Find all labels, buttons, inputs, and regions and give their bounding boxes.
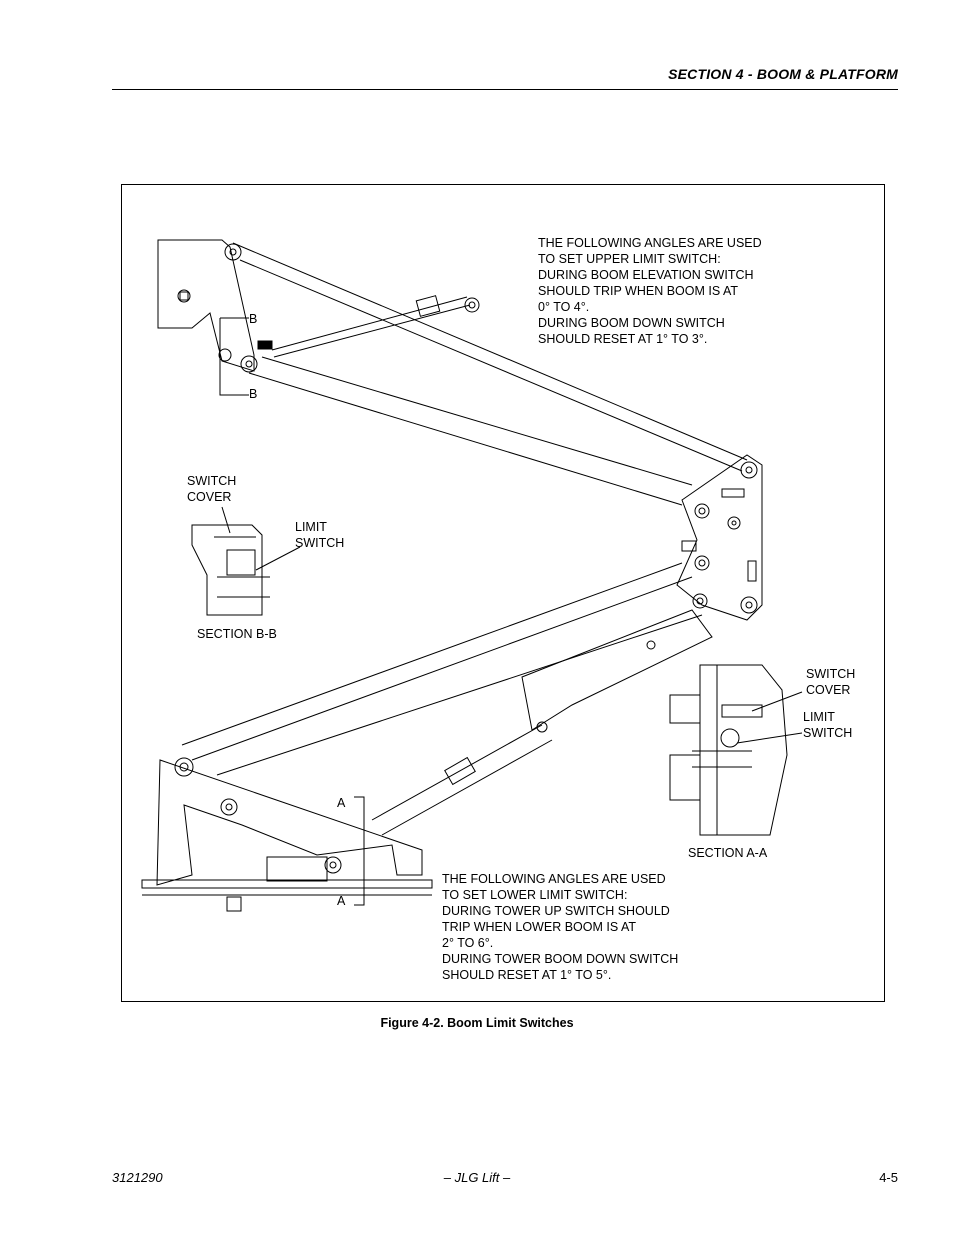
bb-switch-cover-label: SWITCH COVER <box>187 474 237 504</box>
section-b-top-label: B <box>249 312 258 326</box>
figure-frame: THE FOLLOWING ANGLES ARE USED TO SET UPP… <box>121 184 885 1002</box>
aa-switch-cover-label: SWITCH COVER <box>806 667 856 697</box>
upper-boom <box>232 242 748 506</box>
section-title: SECTION 4 - BOOM & PLATFORM <box>668 66 898 82</box>
section-b-bottom-label: B <box>249 387 258 401</box>
section-bb-detail <box>191 506 301 616</box>
footer-page-number: 4-5 <box>879 1170 898 1185</box>
footer-center: – JLG Lift – <box>443 1170 511 1185</box>
figure-caption: Figure 4-2. Boom Limit Switches <box>380 1016 574 1030</box>
section-a-top-label: A <box>337 796 346 810</box>
aa-section-label: SECTION A-A <box>688 846 768 860</box>
bb-section-label: SECTION B-B <box>197 627 277 641</box>
lower-boom <box>181 562 713 776</box>
knuckle <box>676 454 763 621</box>
turntable <box>141 757 433 912</box>
section-b-marks <box>219 317 249 396</box>
header-rule <box>112 89 898 90</box>
section-aa-detail <box>669 664 803 836</box>
aa-limit-switch-label: LIMIT SWITCH <box>803 710 853 740</box>
lift-cylinder <box>371 721 553 836</box>
section-a-bottom-label: A <box>337 894 346 908</box>
upper-limit-note: THE FOLLOWING ANGLES ARE USED TO SET UPP… <box>538 236 762 346</box>
footer-doc-number: 3121290 <box>112 1170 163 1185</box>
upper-bracket <box>157 239 273 373</box>
boom-drawing <box>141 239 803 912</box>
bb-limit-switch-label: LIMIT SWITCH <box>295 520 345 550</box>
lower-limit-note: THE FOLLOWING ANGLES ARE USED TO SET LOW… <box>442 872 679 982</box>
